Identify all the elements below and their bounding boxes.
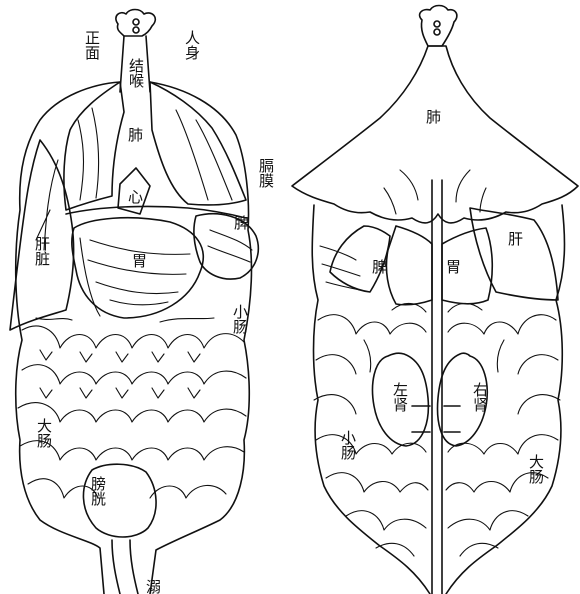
back-lungs [292,46,578,223]
label-back-fei: 肺 [426,108,441,126]
label-gan-zang: 肝脏 [33,236,51,267]
back-view [292,6,578,594]
label-pang-guang: 膀胱 [89,476,107,507]
label-front-pi: 脾 [234,214,249,232]
label-you-shen: 右肾 [471,382,489,412]
back-kidney-bridge [412,406,460,432]
label-front-wei: 胃 [132,252,147,270]
front-view [10,10,258,594]
front-throat-knob [116,10,155,37]
front-body-outline [16,82,252,594]
label-back-xiao-chang: 小肠 [339,430,357,461]
label-ren-shen: 人身 [183,30,201,61]
label-front-fei: 肺 [128,126,143,144]
front-intestines [18,318,246,498]
front-throat-ring-2 [133,27,139,33]
label-niao: 溺 [146,578,161,594]
back-neck-ring-1 [434,21,440,27]
label-front-xin: 心 [128,188,143,206]
label-back-gan: 肝 [508,230,523,248]
back-neck-ring-2 [434,29,440,35]
front-lung-left [64,82,124,210]
back-neck-knob [420,6,457,47]
front-diaphragm [66,206,246,218]
back-spine [432,180,442,594]
label-back-wei: 胃 [446,258,461,276]
front-throat-ring-1 [133,19,139,25]
back-stomach [386,226,492,305]
label-front-da-chang: 大肠 [35,418,53,449]
label-front-xiao-chang: 小肠 [231,304,249,335]
label-back-da-chang: 大肠 [527,454,545,485]
label-zheng-mian: 正面 [83,30,101,60]
back-liver [470,208,558,300]
front-urethra [112,540,138,594]
front-lung-right [150,82,246,205]
label-back-pi: 脾 [372,258,387,276]
label-ge-mo: 膈膜 [257,158,275,189]
label-jie-hou: 结喉 [127,58,145,88]
label-zuo-shen: 左肾 [391,382,409,412]
